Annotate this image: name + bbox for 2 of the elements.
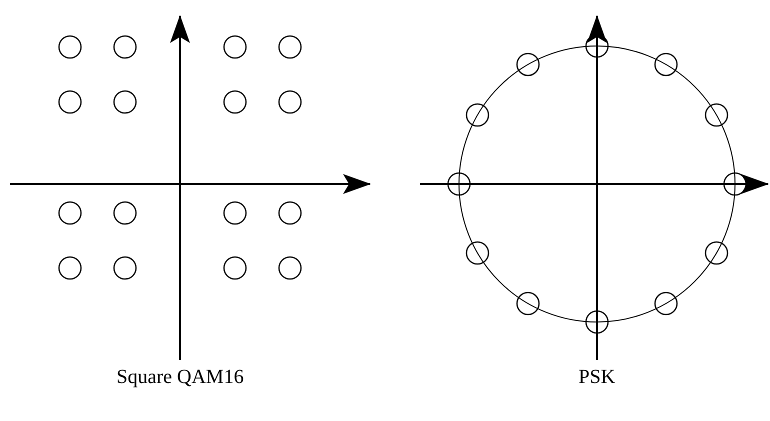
constellation-caption: PSK bbox=[578, 366, 616, 389]
constellation-caption: Square QAM16 bbox=[116, 366, 244, 389]
